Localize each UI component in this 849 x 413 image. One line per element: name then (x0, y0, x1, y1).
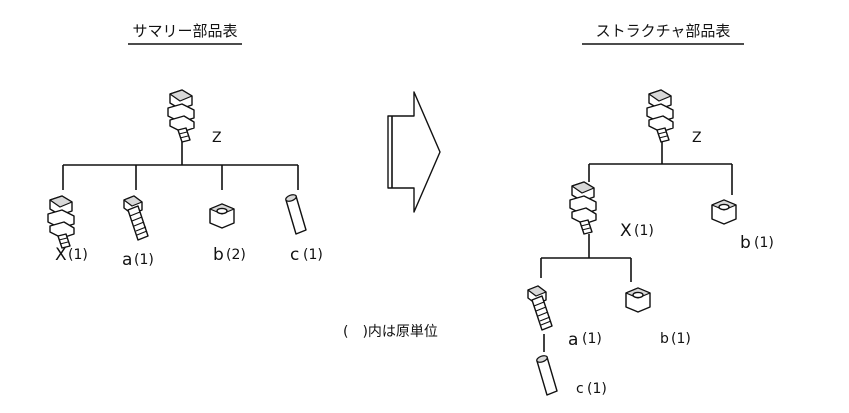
structure-x-label: X (620, 221, 632, 241)
assembly-icon (569, 181, 597, 235)
nut-icon (209, 203, 235, 229)
summary-child-b-label: b (213, 245, 224, 265)
summary-root-label: Z (212, 130, 222, 146)
summary-child-c-qty: (1) (303, 247, 323, 263)
assembly-icon (47, 195, 75, 249)
structure-title: ストラクチャ部品表 (596, 22, 731, 40)
structure-b-sub-label: b (660, 331, 669, 347)
structure-b-qty: (1) (754, 235, 774, 251)
structure-a-qty: (1) (582, 331, 602, 347)
assembly-icon (167, 89, 195, 143)
structure-x-qty: (1) (634, 223, 654, 239)
arrow-right-icon (387, 91, 441, 213)
summary-child-x-qty: (1) (68, 247, 88, 263)
unit-note: ( )内は原単位 (343, 324, 438, 340)
summary-child-x-label: X (55, 245, 67, 265)
structure-a-label: a (568, 330, 578, 350)
pin-icon (284, 192, 307, 235)
summary-child-c-label: c (290, 245, 299, 265)
assembly-icon (646, 89, 674, 143)
summary-child-b-qty: (2) (226, 247, 246, 263)
summary-child-a-label: a (122, 250, 132, 270)
bolt-icon (123, 195, 149, 241)
structure-b-label: b (740, 233, 751, 253)
structure-root-label: Z (692, 130, 702, 146)
bolt-icon (527, 285, 553, 331)
structure-c-qty: (1) (587, 381, 607, 397)
summary-title: サマリー部品表 (132, 22, 237, 40)
summary-child-a-qty: (1) (134, 252, 154, 268)
pin-icon (535, 353, 558, 396)
structure-c-label: c (576, 381, 584, 397)
nut-icon (711, 199, 737, 225)
nut-icon (625, 287, 651, 313)
structure-b-sub-qty: (1) (671, 331, 691, 347)
